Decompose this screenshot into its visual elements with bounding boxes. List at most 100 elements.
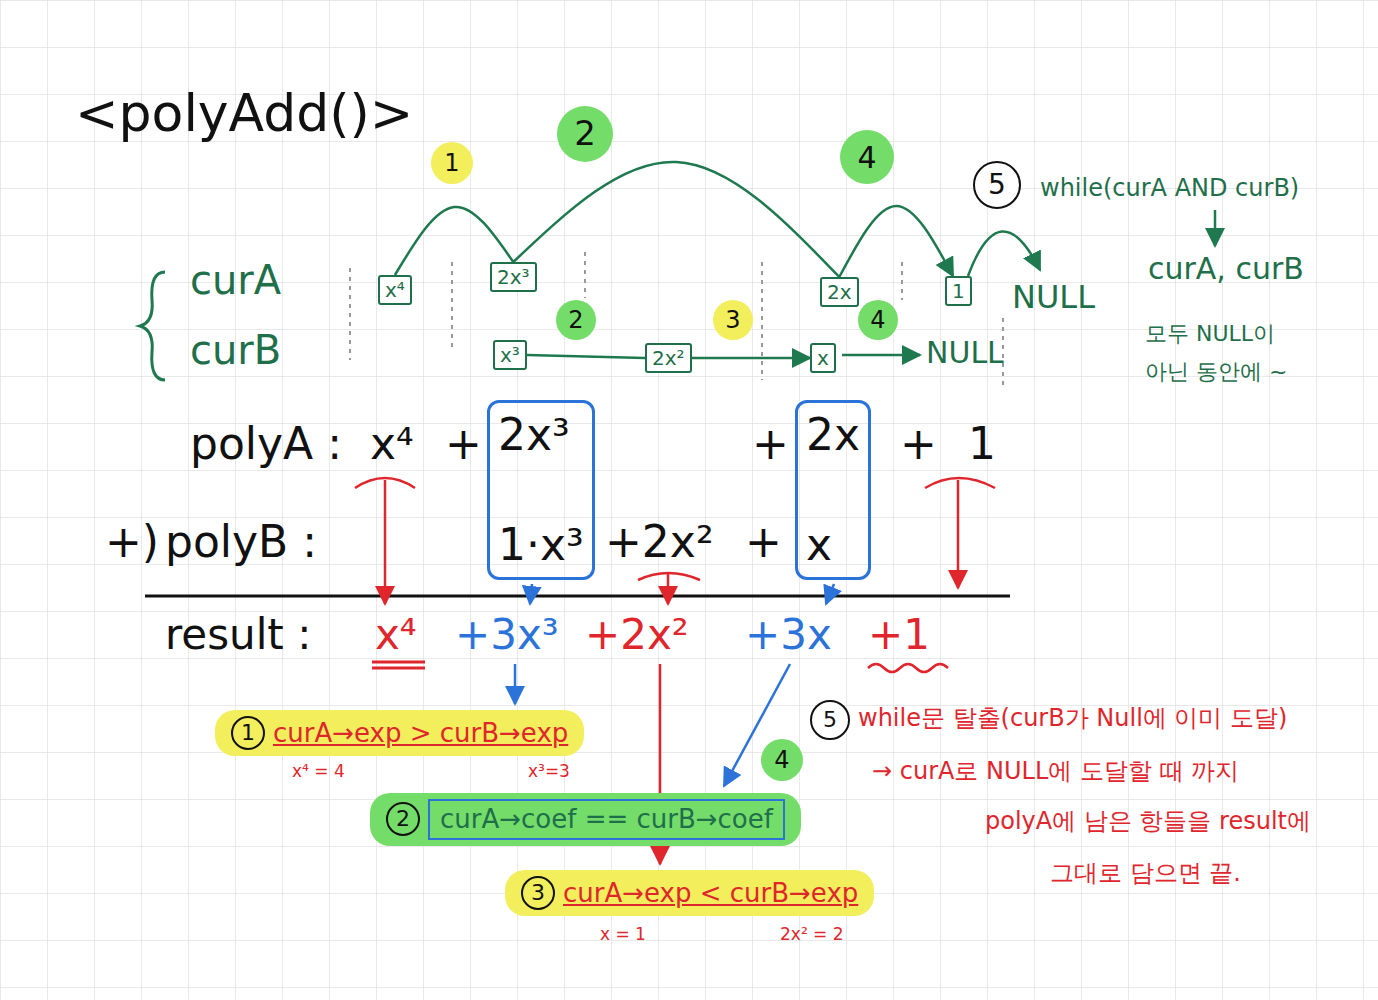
label: polyB :: [165, 518, 317, 566]
label: 2x² = 2: [780, 925, 844, 944]
null-arrow: [968, 231, 1040, 276]
brace: [140, 272, 165, 380]
callout-number: 4: [858, 300, 898, 340]
label: 모두 NULL이: [1145, 322, 1275, 346]
label: +: [752, 420, 789, 468]
label: 1: [968, 420, 996, 468]
arrow: [667, 574, 670, 604]
brace: [925, 478, 995, 488]
label: x = 1: [600, 925, 646, 944]
label: +: [745, 518, 782, 566]
node-text: 2x³: [497, 266, 530, 288]
callout-number: 4: [840, 130, 894, 184]
divider-line: [901, 262, 903, 300]
node-text: 1: [231, 716, 265, 750]
label: 아닌 동안에 ~: [1145, 360, 1287, 384]
link-arrow: [527, 355, 645, 358]
callout-number: 3: [713, 300, 753, 340]
callout-number: 5: [973, 161, 1021, 209]
term-box: 2x x: [795, 400, 871, 580]
label: +2x²: [605, 518, 714, 566]
node-text: 2: [386, 802, 420, 836]
label: → curA로 NULL에 도달할 때 까지: [872, 758, 1239, 784]
double-underline: [372, 662, 425, 668]
arrow: [384, 480, 387, 604]
callout-number: 2: [557, 106, 613, 162]
condition-box: curA→coef == curB→coef: [428, 799, 785, 840]
callout-number: 4: [761, 739, 803, 781]
label: +3x: [745, 612, 832, 658]
label: +1: [868, 612, 930, 658]
label: x⁴ = 4: [292, 762, 345, 781]
arrow: [826, 584, 834, 604]
node-text: 1·x³: [498, 521, 584, 569]
label: NULL: [1012, 280, 1095, 315]
link-arrow: [692, 357, 810, 360]
divider-line: [761, 262, 763, 380]
list-node: x: [810, 343, 836, 373]
label: x⁴: [375, 612, 417, 658]
node-text: x³: [500, 344, 520, 366]
sum-line: [145, 595, 1010, 598]
list-node: x³: [493, 340, 527, 370]
label: while(curA AND curB): [1040, 175, 1299, 201]
wavy-underline: [868, 664, 948, 672]
label: x³=3: [528, 762, 570, 781]
label: +2x²: [585, 612, 689, 658]
label: x⁴: [370, 420, 414, 468]
label: result :: [165, 612, 311, 658]
list-node: 1: [945, 276, 972, 306]
node-text: x: [817, 347, 829, 369]
list-node: x⁴: [378, 275, 412, 305]
node-text: 3: [521, 876, 555, 910]
label: +: [445, 420, 482, 468]
label: while문 탈출(curB가 Null에 이미 도달): [858, 705, 1287, 731]
label: polyA :: [190, 420, 342, 468]
node-text: curA→exp < curB→exp: [563, 879, 858, 908]
list-node: 2x: [820, 277, 859, 307]
highlight-band: 3 curA→exp < curB→exp: [505, 870, 874, 916]
list-node: 2x²: [645, 343, 692, 373]
node-text: 2x²: [652, 347, 685, 369]
node-text: curA→coef == curB→coef: [440, 805, 773, 834]
down-arrow: [1214, 210, 1217, 246]
node-text: 2x³: [498, 411, 584, 459]
label: polyA에 남은 항들을 result에: [985, 808, 1311, 834]
term-box: 2x³ 1·x³: [487, 400, 595, 580]
label: 그대로 담으면 끝.: [1050, 860, 1241, 886]
node-text: 1: [952, 280, 965, 302]
label: NULL: [926, 336, 1004, 369]
divider-line: [451, 262, 453, 352]
divider-line: [584, 252, 586, 298]
label: +: [900, 420, 937, 468]
link-arrow: [839, 206, 953, 277]
arrow: [957, 480, 960, 588]
callout-number: 2: [556, 300, 596, 340]
null-arrow: [842, 354, 920, 357]
highlight-band: 1 curA→exp > curB→exp: [215, 710, 584, 756]
node-text: curA→exp > curB→exp: [273, 719, 568, 748]
node-text: x⁴: [385, 279, 405, 301]
title: <polyAdd()>: [75, 85, 413, 142]
node-text: 2x: [806, 411, 860, 459]
label: +): [105, 518, 159, 566]
node-text: 2x: [827, 281, 852, 303]
label: +3x³: [455, 612, 559, 658]
link-arrow: [513, 162, 839, 277]
node-text: x: [806, 521, 860, 569]
divider-lines: [350, 252, 1003, 388]
callout-number: 1: [431, 142, 473, 184]
list-node: 2x³: [490, 262, 537, 292]
arrow: [514, 664, 517, 704]
callout-number: 5: [810, 700, 850, 740]
arrow: [530, 584, 532, 604]
label: curA, curB: [1148, 252, 1304, 285]
red-marks: [355, 478, 995, 864]
highlight-band: 2 curA→coef == curB→coef: [370, 793, 801, 846]
divider-line: [349, 268, 351, 360]
label: curA: [190, 258, 281, 302]
